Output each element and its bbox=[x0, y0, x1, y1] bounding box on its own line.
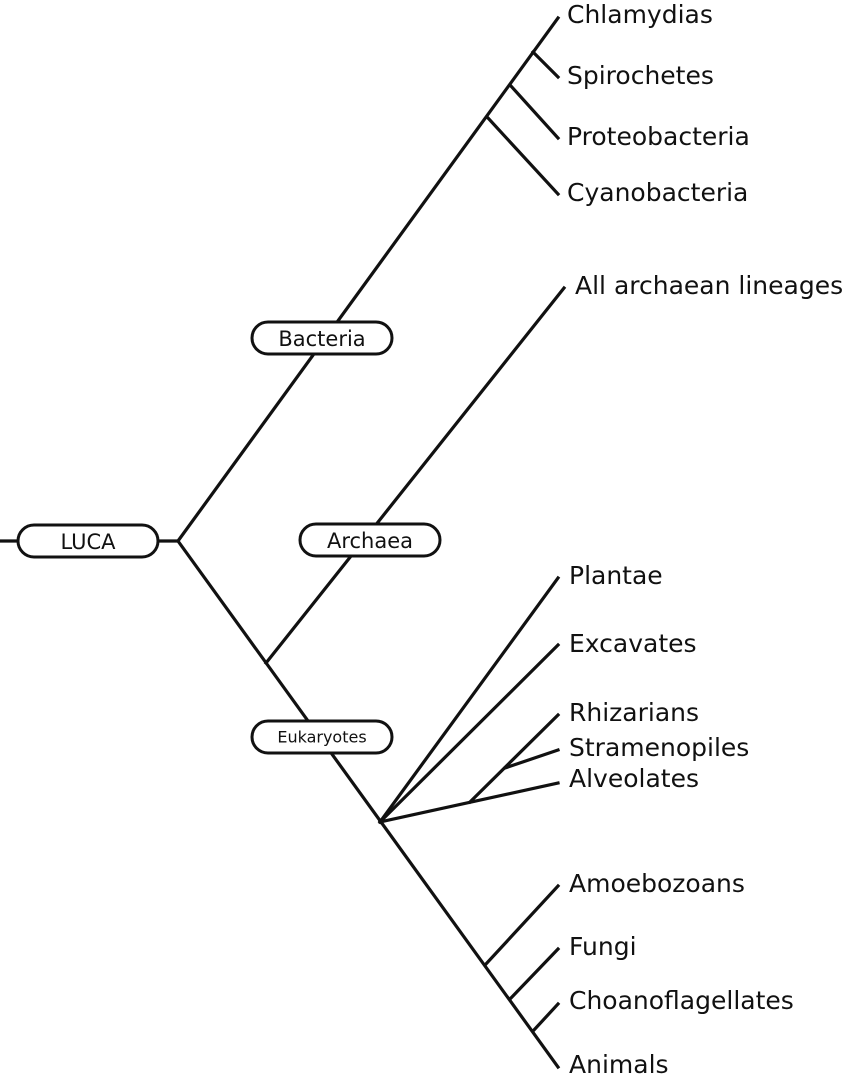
bacteria-branch bbox=[175, 15, 561, 544]
leaf-plantae: Plantae bbox=[569, 561, 663, 590]
branch-proteobacteria bbox=[507, 82, 561, 141]
branch-stramenopiles bbox=[502, 747, 561, 771]
eukaryotes-node: Eukaryotes bbox=[250, 719, 394, 755]
branch-amoebozoans bbox=[483, 883, 561, 967]
branch-cyanobacteria bbox=[485, 115, 561, 197]
branch-spirochetes bbox=[530, 49, 561, 80]
branch-plantae bbox=[377, 575, 561, 825]
eukaryote-branch bbox=[175, 538, 561, 1070]
leaf-stramenopiles: Stramenopiles bbox=[569, 733, 749, 762]
luca-node: LUCA bbox=[16, 523, 160, 559]
branch-rhizaria-stramenopiles bbox=[467, 712, 561, 805]
leaf-excavates: Excavates bbox=[569, 629, 697, 658]
leaf-amoebozoans: Amoebozoans bbox=[569, 869, 745, 898]
bacteria-node: Bacteria bbox=[250, 320, 394, 356]
branch-choanoflagellates bbox=[531, 1001, 561, 1033]
bacteria-label: Bacteria bbox=[278, 327, 365, 351]
leaf-all-archaean-lineages: All archaean lineages bbox=[575, 271, 843, 300]
leaf-chlamydias: Chlamydias bbox=[567, 0, 713, 29]
leaf-proteobacteria: Proteobacteria bbox=[567, 122, 750, 151]
archaea-branch bbox=[263, 285, 567, 666]
archaea-node: Archaea bbox=[298, 522, 442, 558]
branch-fungi bbox=[508, 946, 561, 1001]
leaf-fungi: Fungi bbox=[569, 932, 637, 961]
leaf-choanoflagellates: Choanoflagellates bbox=[569, 986, 794, 1015]
leaf-alveolates: Alveolates bbox=[569, 764, 699, 793]
luca-label: LUCA bbox=[60, 530, 116, 554]
branch-excavates bbox=[377, 642, 561, 825]
leaf-animals: Animals bbox=[569, 1050, 669, 1079]
leaf-spirochetes: Spirochetes bbox=[567, 61, 714, 90]
leaf-cyanobacteria: Cyanobacteria bbox=[567, 178, 748, 207]
eukaryotes-label: Eukaryotes bbox=[277, 728, 366, 747]
archaea-label: Archaea bbox=[327, 529, 413, 553]
leaf-rhizarians: Rhizarians bbox=[569, 698, 699, 727]
